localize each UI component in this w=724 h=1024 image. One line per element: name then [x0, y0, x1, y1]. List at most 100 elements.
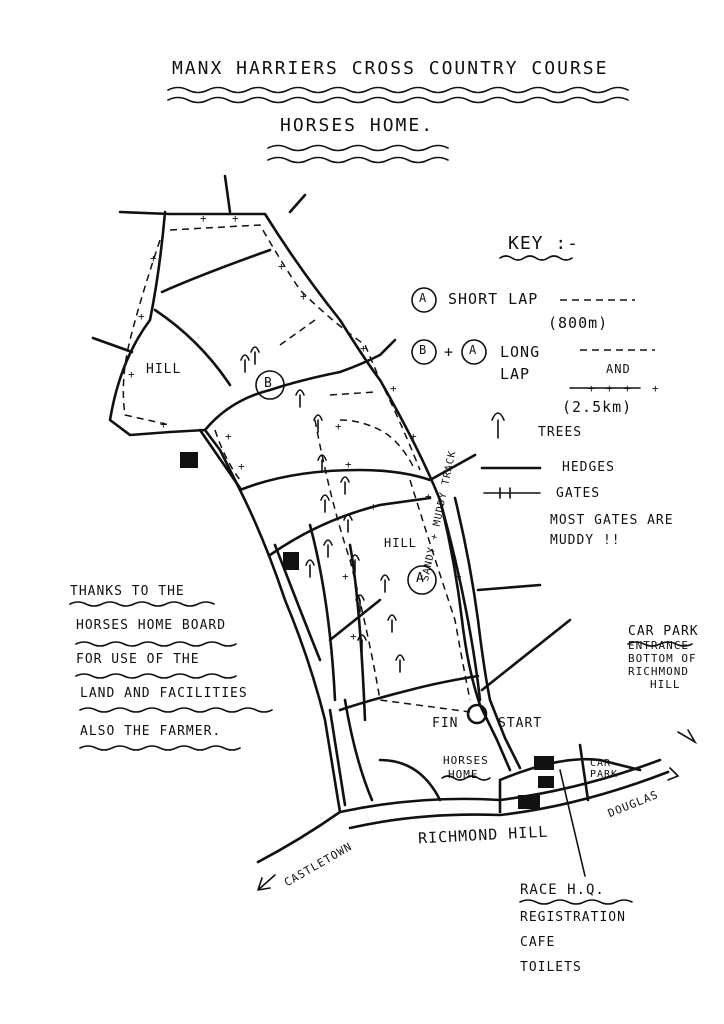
svg-text:+: +: [370, 500, 377, 513]
key-long-marker-b: B: [419, 343, 428, 357]
route-short-lap: [314, 419, 471, 713]
car-park-note-line: HILL: [650, 678, 681, 691]
thanks-underline-4: [79, 707, 273, 713]
sandy-track-2: [453, 496, 522, 770]
svg-text:+: +: [624, 382, 631, 395]
svg-text:+: +: [225, 430, 232, 443]
car-park-note-line: ENTRANCE: [628, 639, 689, 652]
route-long-lap: [122, 224, 421, 481]
building-2: [283, 552, 299, 570]
key-gates: GATES: [556, 486, 601, 501]
svg-text:+: +: [425, 490, 432, 503]
svg-text:+: +: [342, 570, 349, 583]
key-long-and: AND: [606, 362, 631, 376]
thanks-line: FOR USE OF THE: [76, 652, 200, 667]
page-subtitle: HORSES HOME.: [280, 115, 435, 136]
race-hq-underline: [519, 899, 633, 905]
arrow-castletown: [257, 874, 276, 891]
thanks-line: HORSES HOME BOARD: [76, 618, 227, 633]
label-start: START: [498, 716, 543, 731]
label-zone-a: A: [416, 571, 425, 586]
sandy-track: [438, 498, 512, 772]
key-hedges: HEDGES: [562, 460, 615, 475]
svg-text:+: +: [278, 260, 285, 273]
label-horses-home-1: HORSES: [443, 754, 489, 767]
zone-a-circle: [407, 565, 437, 595]
building-5: [518, 795, 540, 809]
race-hq-item: TOILETS: [520, 960, 582, 975]
label-hill-2: HILL: [384, 536, 417, 550]
start-finish-marker: [466, 703, 488, 725]
subtitle-underline: [267, 144, 449, 152]
page-title: MANX HARRIERS CROSS COUNTRY COURSE: [172, 58, 609, 79]
svg-text:+: +: [410, 430, 417, 443]
label-hill-1: HILL: [146, 362, 182, 377]
svg-text:+: +: [360, 342, 367, 355]
key-gate-line: [483, 487, 541, 499]
key-a-circle: [411, 287, 437, 313]
key-short-label: SHORT LAP: [448, 290, 539, 308]
key-short-marker: A: [419, 291, 428, 305]
subtitle-underline-2: [267, 156, 449, 164]
key-b-circle: [411, 339, 437, 365]
svg-text:+: +: [150, 252, 157, 265]
key-heading: KEY :-: [508, 233, 580, 254]
zone-b-circle: [255, 370, 285, 400]
car-park-note: CAR PARK ENTRANCE BOTTOM OF RICHMOND HIL…: [628, 624, 699, 691]
key-long-label-1: LONG: [500, 343, 541, 361]
car-park-underline: [627, 641, 693, 647]
svg-text:+: +: [128, 368, 135, 381]
car-park-note-line: BOTTOM OF: [628, 652, 697, 665]
car-park-note-line: CAR PARK: [628, 624, 699, 639]
key-heading-underline: [499, 255, 573, 261]
thanks-underline-5: [79, 745, 241, 751]
thanks-line: THANKS TO THE: [70, 584, 185, 599]
svg-text:+: +: [345, 458, 352, 471]
svg-text:+: +: [232, 212, 239, 225]
key-long-plus: +: [444, 343, 455, 361]
race-hq-item: CAFE: [520, 935, 556, 950]
thanks-underline-1: [69, 601, 215, 607]
key-trees: TREES: [538, 425, 583, 440]
title-underline-2: [167, 96, 629, 104]
label-zone-b: B: [264, 376, 273, 391]
key-long-distance: (2.5km): [562, 398, 633, 416]
svg-text:+: +: [335, 420, 342, 433]
horses-home-enclosure: [498, 743, 642, 814]
svg-text:+: +: [350, 630, 357, 643]
svg-text:+: +: [238, 460, 245, 473]
label-finish: FIN: [432, 716, 459, 731]
key-a2-circle: [461, 339, 487, 365]
label-horses-home-2: HOME: [448, 768, 479, 781]
richmond-hill-road-2: [348, 770, 670, 830]
race-hq-item: REGISTRATION: [520, 910, 626, 925]
key-short-distance: (800m): [548, 314, 609, 332]
race-hq: RACE H.Q. REGISTRATION CAFE TOILETS: [520, 882, 626, 975]
tree-icons: [240, 346, 505, 673]
svg-text:+: +: [300, 290, 307, 303]
thanks-line: LAND AND FACILITIES: [80, 686, 248, 701]
race-hq-heading: RACE H.Q.: [520, 882, 605, 898]
thanks-note: THANKS TO THE HORSES HOME BOARD FOR USE …: [70, 584, 248, 758]
svg-text:+: +: [606, 382, 613, 395]
svg-text:+: +: [652, 382, 659, 395]
arrow-car-park: [677, 729, 698, 745]
label-car-park: CAR PARK: [590, 758, 619, 780]
hedges-internal: [153, 248, 572, 807]
building-4: [538, 776, 554, 788]
key-long-label-2: LAP: [500, 365, 531, 383]
key-long-marker-a: A: [469, 343, 478, 357]
arrow-douglas: [667, 767, 680, 781]
hedge-top: [91, 174, 307, 354]
svg-text:+: +: [390, 382, 397, 395]
horses-home-underline: [441, 775, 491, 781]
building-3: [534, 756, 554, 770]
svg-text:+: +: [200, 212, 207, 225]
svg-text:+: +: [455, 570, 462, 583]
building-1: [180, 452, 198, 468]
svg-text:+: +: [588, 382, 595, 395]
thanks-underline-2: [75, 641, 237, 647]
thanks-line: ALSO THE FARMER.: [80, 724, 222, 739]
car-park-note-line: RICHMOND: [628, 665, 689, 678]
